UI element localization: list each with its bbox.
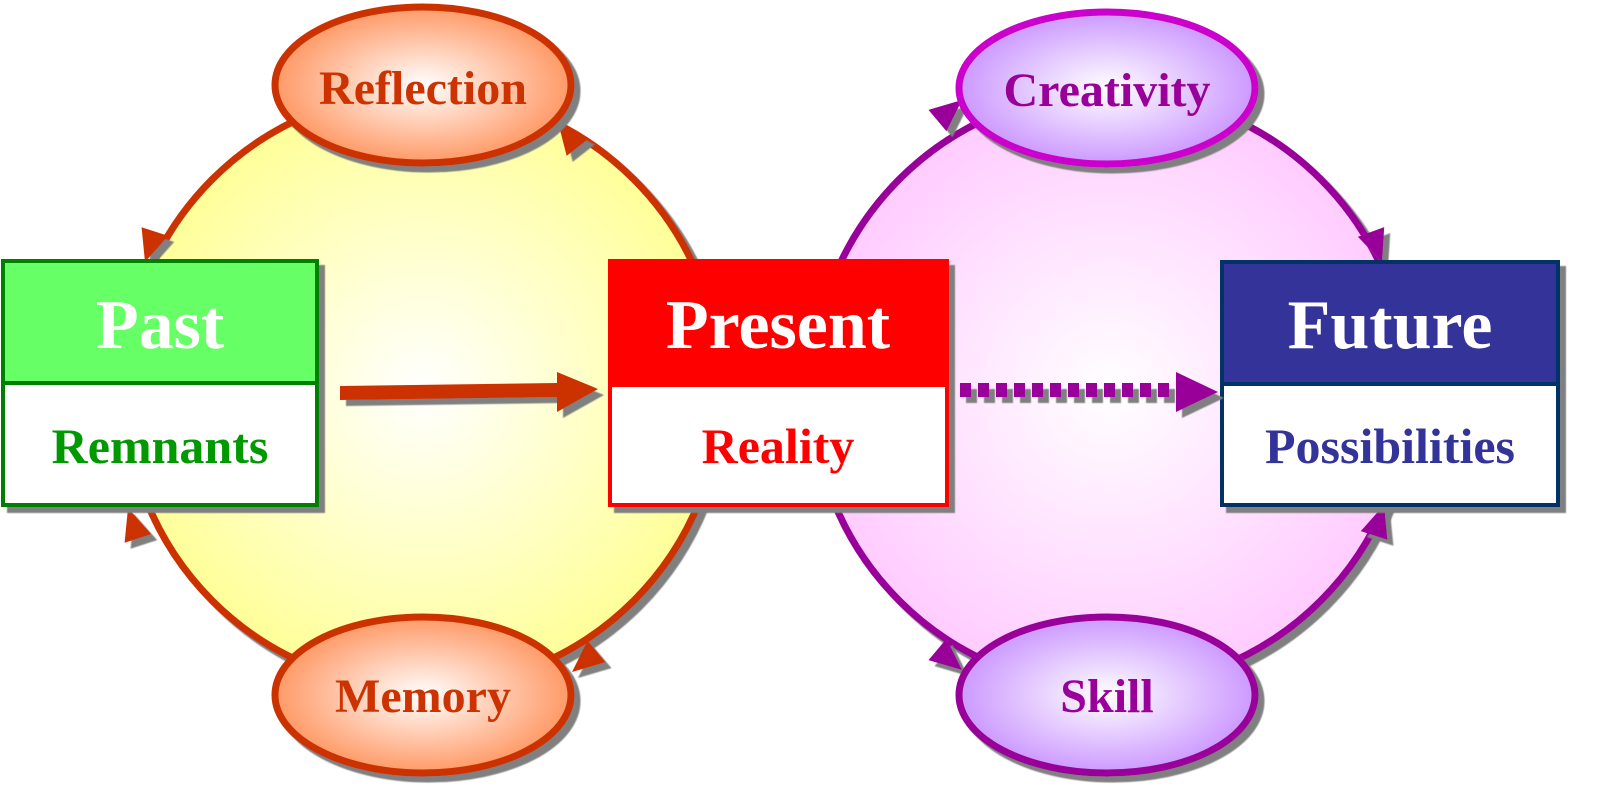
arrowhead-to-past-top — [141, 227, 169, 262]
skill-oval: Skill — [955, 613, 1259, 777]
past-title: Past — [96, 287, 224, 364]
memory-label: Memory — [335, 670, 511, 723]
past-box: Past Remnants — [1, 259, 319, 507]
memory-oval: Memory — [271, 613, 575, 777]
arrowhead-to-creativity — [928, 100, 962, 132]
present-subtitle: Reality — [702, 418, 855, 474]
past-to-present-arrow — [340, 372, 598, 412]
arrowhead-to-future-bottom — [1360, 505, 1388, 540]
future-subtitle: Possibilities — [1265, 418, 1515, 474]
arrowhead-to-past-bottom — [124, 508, 152, 543]
future-box: Future Possibilities — [1220, 260, 1560, 507]
creativity-oval: Creativity — [955, 8, 1259, 168]
arrowhead-to-memory — [572, 640, 606, 672]
present-title: Present — [666, 287, 890, 364]
reflection-oval: Reflection — [271, 3, 575, 167]
reflection-label: Reflection — [319, 62, 527, 115]
future-title: Future — [1288, 287, 1493, 364]
present-to-future-dotted-arrow — [960, 372, 1218, 412]
arrowhead-to-future-top — [1357, 227, 1385, 262]
skill-label: Skill — [1060, 670, 1153, 723]
present-box: Present Reality — [608, 259, 949, 507]
arrowhead-to-skill — [928, 638, 962, 670]
past-subtitle: Remnants — [52, 418, 269, 474]
arrowhead-to-reflection — [558, 122, 589, 156]
creativity-label: Creativity — [1003, 64, 1210, 117]
